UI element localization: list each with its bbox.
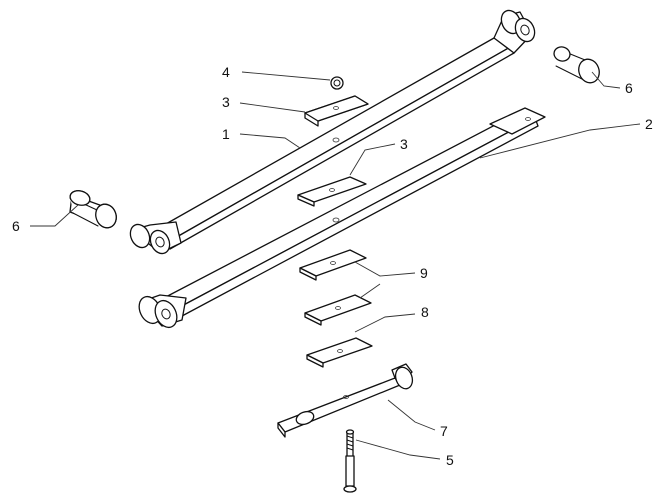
nut [330,76,344,90]
shim-plate-bottom [306,337,373,368]
lower-leaf-spring [138,107,546,329]
upper-leaf-spring [129,9,536,255]
callout-2: 2 [645,116,653,132]
callout-3-middle: 3 [400,136,408,152]
bushing-left [69,190,117,229]
mounting-bracket [277,363,414,438]
spacer-plate-upper [304,95,369,127]
callout-6-right: 6 [625,80,633,96]
callout-8: 8 [421,304,429,320]
callout-1: 1 [222,126,230,142]
bolt [343,429,357,493]
callout-labels: 4 3 1 3 2 6 6 9 8 7 5 [12,64,653,468]
shim-plate-middle [304,294,372,326]
spacer-plate-middle [297,176,367,207]
callout-3-upper: 3 [222,94,230,110]
shim-plate-top [299,249,367,281]
callout-4: 4 [222,64,230,80]
callout-6-left: 6 [12,218,20,234]
bushing-right [553,46,600,84]
callout-5: 5 [446,452,454,468]
leader-lines [30,71,641,460]
callout-9: 9 [420,265,428,281]
callout-7: 7 [440,423,448,439]
